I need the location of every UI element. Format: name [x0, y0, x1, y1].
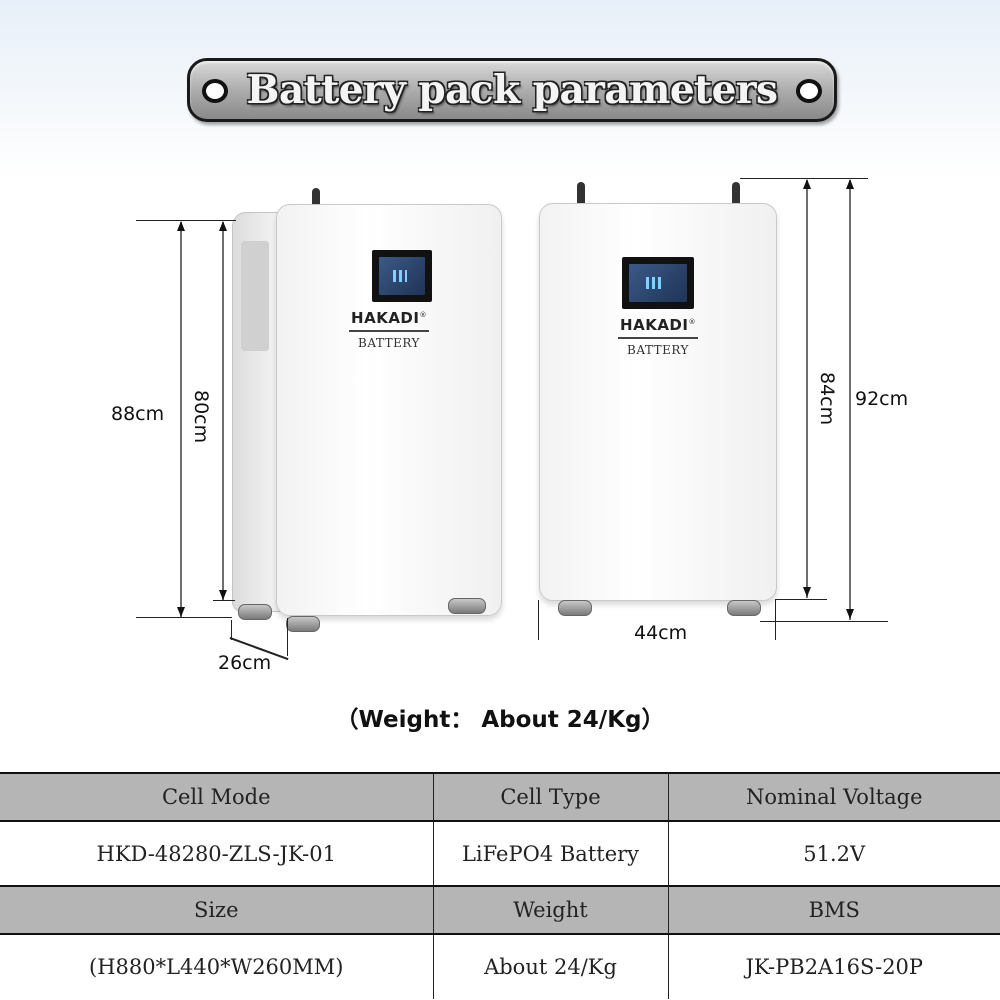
arrow-down-icon [803, 587, 811, 597]
table-header-cell: Cell Type [432, 773, 669, 821]
table-cell: JK-PB2A16S-20P [667, 934, 1000, 999]
brand-logo: HAKADI® BATTERY [540, 316, 776, 357]
dimension-guide [760, 621, 888, 622]
brand-logo: HAKADI® BATTERY [277, 309, 501, 350]
table-header-cell: Weight [432, 886, 669, 934]
wheel-icon [727, 600, 761, 616]
arrow-up-icon [846, 179, 854, 189]
table-header-cell: Size [0, 886, 434, 934]
height-dimension-line [180, 222, 182, 617]
handle-icon [732, 182, 740, 204]
spec-table: Cell Mode Cell Type Nominal Voltage HKD-… [0, 772, 1000, 999]
table-header-row: Cell Mode Cell Type Nominal Voltage [0, 773, 1000, 821]
table-row: (H880*L440*W260MM) About 24/Kg JK-PB2A16… [0, 934, 1000, 999]
arrow-down-icon [846, 609, 854, 619]
body-height-label: 80cm [190, 390, 212, 444]
plate-hole-icon [796, 79, 822, 103]
table-cell: 51.2V [667, 821, 1000, 886]
wheel-icon [286, 616, 320, 632]
dimension-guide [538, 600, 539, 640]
handle-icon [312, 188, 320, 204]
table-row: HKD-48280-ZLS-JK-01 LiFePO4 Battery 51.2… [0, 821, 1000, 886]
table-header-row: Size Weight BMS [0, 886, 1000, 934]
height-dimension-line [806, 180, 808, 598]
arrow-up-icon [219, 221, 227, 231]
dimension-guide [775, 600, 776, 640]
plate-hole-icon [202, 79, 228, 103]
port-panel [241, 241, 269, 351]
lcd-screen [622, 257, 694, 309]
arrow-down-icon [177, 607, 185, 617]
weight-caption: （Weight： About 24/Kg） [335, 707, 665, 733]
height-dimension-line [849, 180, 851, 620]
lcd-screen [372, 250, 432, 302]
table-cell: LiFePO4 Battery [432, 821, 669, 886]
dimension-guide [287, 618, 288, 656]
wheel-icon [448, 598, 486, 614]
page-title: Battery pack parameters [246, 67, 778, 113]
depth-label: 26cm [218, 652, 272, 674]
battery-side-panel [232, 212, 280, 612]
arrow-up-icon [803, 179, 811, 189]
dimension-guide [775, 599, 827, 600]
table-cell: HKD-48280-ZLS-JK-01 [0, 821, 434, 886]
table-header-cell: Cell Mode [0, 773, 434, 821]
height-dimension-line [222, 222, 224, 600]
battery-front-panel: HAKADI® BATTERY [539, 203, 777, 601]
table-header-cell: BMS [667, 886, 1000, 934]
battery-front-panel: HAKADI® BATTERY [276, 204, 502, 616]
dimension-guide [740, 178, 868, 179]
table-cell: About 24/Kg [432, 934, 669, 999]
title-banner: Battery pack parameters [187, 58, 837, 122]
arrow-up-icon [177, 221, 185, 231]
dimension-guide [136, 220, 236, 221]
wheel-icon [558, 600, 592, 616]
table-header-cell: Nominal Voltage [667, 773, 1000, 821]
dimension-guide [213, 600, 235, 601]
width-label: 44cm [634, 622, 688, 644]
handle-icon [577, 182, 585, 204]
table-cell: (H880*L440*W260MM) [0, 934, 434, 999]
dimension-guide [136, 617, 232, 618]
outer-height-label: 92cm [855, 388, 909, 410]
wheel-icon [238, 604, 272, 620]
body-height-label: 84cm [816, 372, 838, 426]
outer-height-label: 88cm [111, 403, 165, 425]
dimension-guide [231, 620, 232, 640]
arrow-down-icon [219, 590, 227, 600]
